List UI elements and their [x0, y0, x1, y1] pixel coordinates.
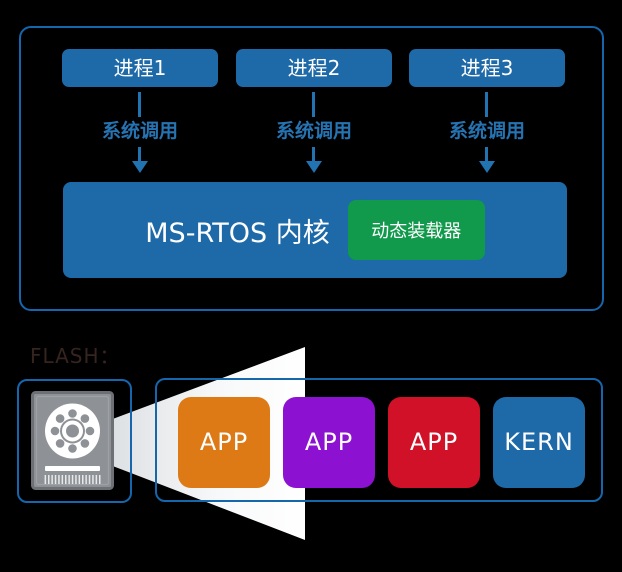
process-box-3: 进程3 — [409, 49, 565, 87]
segment-label: APP — [304, 428, 354, 456]
flash-contents-frame — [155, 378, 603, 502]
arrow-line — [138, 92, 141, 117]
process-box-1: 进程1 — [62, 49, 218, 87]
architecture-frame — [19, 26, 604, 311]
flash-segment-app-3: APP — [388, 397, 480, 488]
arrow-line — [138, 147, 141, 161]
arrow-line — [485, 147, 488, 161]
syscall-label: 系统调用 — [275, 120, 352, 142]
dynamic-loader-box: 动态装载器 — [347, 200, 485, 260]
process-label: 进程1 — [113, 56, 167, 80]
syscall-label: 系统调用 — [448, 120, 525, 142]
segment-label: APP — [199, 428, 249, 456]
arrow-line — [312, 147, 315, 161]
flash-disk-icon — [31, 391, 114, 490]
flash-segment-app-1: APP — [178, 397, 270, 488]
segment-label: KERN — [504, 428, 574, 456]
down-arrow-icon — [132, 161, 148, 173]
flash-label: FLASH： — [30, 344, 121, 368]
process-label: 进程3 — [460, 56, 514, 80]
flash-device-frame — [17, 379, 132, 503]
arrow-line — [312, 92, 315, 117]
arrow-line — [485, 92, 488, 117]
down-arrow-icon — [306, 161, 322, 173]
kernel-label: MS-RTOS 内核 — [145, 217, 330, 249]
flash-segment-kern: KERN — [493, 397, 585, 488]
dynamic-loader-label: 动态装载器 — [371, 221, 462, 242]
segment-label: APP — [409, 428, 459, 456]
process-box-2: 进程2 — [236, 49, 392, 87]
process-label: 进程2 — [287, 56, 341, 80]
syscall-label: 系统调用 — [101, 120, 178, 142]
down-arrow-icon — [479, 161, 495, 173]
flash-segment-app-2: APP — [283, 397, 375, 488]
kernel-box: MS-RTOS 内核 动态装载器 — [63, 182, 567, 278]
